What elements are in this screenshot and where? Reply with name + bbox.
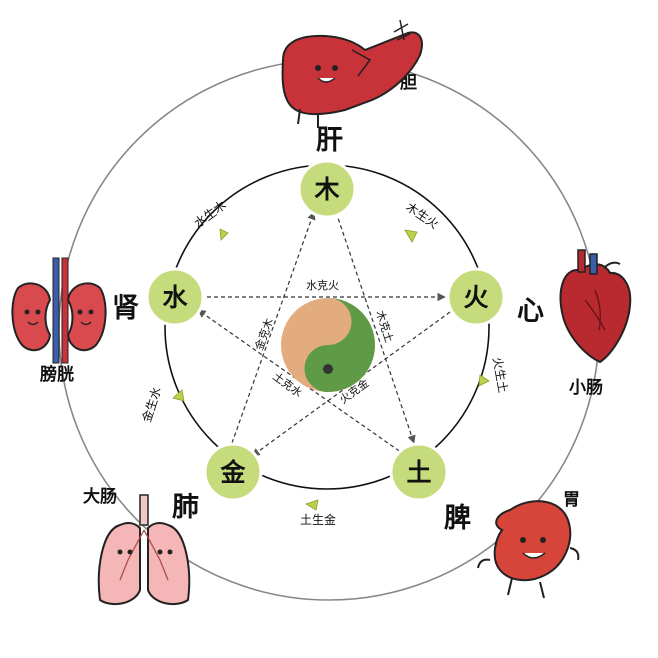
yin-yang-icon	[281, 298, 375, 392]
control-line-metal-wood	[231, 211, 316, 444]
gen-arrow-wood-fire	[404, 229, 418, 243]
organ-label-kidney: 肾	[112, 293, 139, 324]
organ-label-heart: 心	[517, 296, 544, 327]
element-label: 土	[406, 458, 431, 487]
control-label-water-fire: 水克火	[306, 279, 339, 292]
gen-label-earth-metal: 土生金	[300, 512, 336, 527]
control-line-wood-earth	[335, 211, 416, 444]
gen-arrow-metal-water	[172, 389, 185, 402]
element-label: 木	[313, 175, 339, 204]
generating-arrows	[172, 228, 490, 511]
organ-label-lung: 肺	[172, 492, 199, 523]
liver-icon	[281, 19, 423, 128]
element-node-fire: 火	[446, 267, 506, 327]
element-node-metal: 金	[203, 442, 263, 502]
element-label: 火	[463, 283, 488, 312]
heart-icon	[559, 249, 632, 364]
control-label-metal-wood: 金克木	[252, 316, 276, 352]
organ-label-liver: 肝	[316, 125, 343, 156]
gen-label-metal-water: 金生水	[139, 385, 164, 424]
paired-label-stomach: 胃	[563, 490, 580, 510]
element-node-earth: 土	[389, 442, 449, 502]
element-label: 水	[162, 283, 188, 312]
element-node-water: 水	[145, 267, 205, 327]
paired-label-large-intestine: 大肠	[83, 486, 117, 507]
element-label: 金	[219, 458, 246, 487]
gen-arrow-earth-metal	[305, 499, 319, 511]
kidney-icon	[11, 257, 107, 364]
gen-label-wood-fire: 木生火	[403, 200, 441, 232]
paired-label-bladder: 膀胱	[40, 364, 74, 385]
element-node-wood: 木	[297, 159, 357, 219]
control-label-wood-earth: 木克土	[373, 309, 396, 344]
gen-label-fire-earth: 火生土	[490, 356, 510, 394]
lung-icon	[97, 494, 191, 606]
gen-arrow-water-wood	[219, 228, 229, 241]
paired-label-small-intestine: 小肠	[569, 378, 603, 398]
gen-label-water-wood: 水生木	[192, 198, 229, 230]
stomach-icon	[477, 500, 580, 599]
gen-arrow-fire-earth	[478, 374, 490, 387]
organ-label-spleen: 脾	[443, 503, 471, 534]
